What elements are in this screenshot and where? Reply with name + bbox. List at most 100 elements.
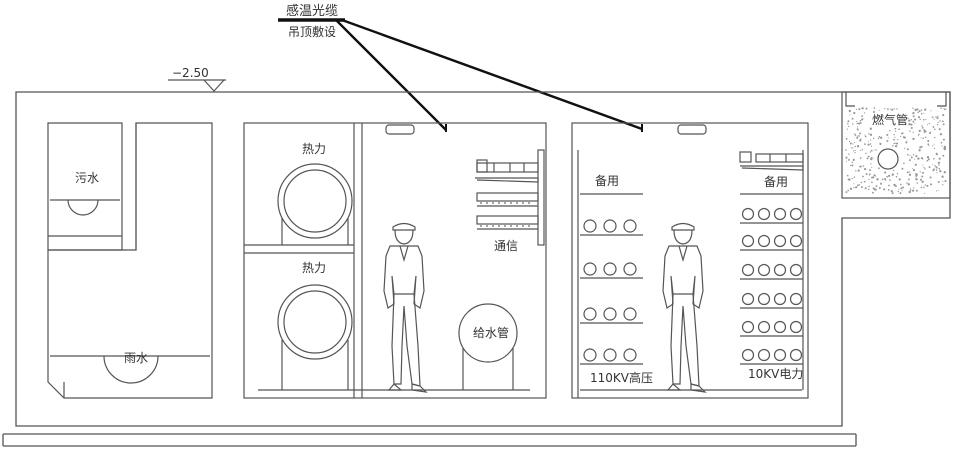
cable-dot xyxy=(504,202,506,204)
stipple-dot xyxy=(870,149,873,152)
stipple-dot xyxy=(863,118,865,120)
stipple-dot xyxy=(912,154,915,156)
drainage-compartment xyxy=(47,122,213,399)
stipple-dot xyxy=(886,108,889,110)
cable-ring xyxy=(741,320,755,334)
stipple-dot xyxy=(847,189,850,192)
stipple-dot xyxy=(893,138,895,141)
stipple-dot xyxy=(914,163,917,166)
stipple-dot xyxy=(890,190,893,193)
stipple-dot xyxy=(907,117,909,120)
stipple-dot xyxy=(865,152,867,155)
stipple-dot xyxy=(942,181,944,182)
stipple-dot xyxy=(896,108,898,110)
stipple-dot xyxy=(849,187,853,190)
stipple-dot xyxy=(848,109,851,113)
stipple-dot xyxy=(921,180,924,183)
gas-compartment-backfill xyxy=(845,107,947,195)
stipple-dot xyxy=(924,136,927,139)
stipple-dot xyxy=(865,173,868,175)
stipple-dot xyxy=(900,135,902,138)
cable-ring xyxy=(623,219,637,233)
cable-ring xyxy=(757,348,771,362)
stipple-dot xyxy=(906,148,909,151)
stipple-dot xyxy=(852,123,854,125)
stipple-dot xyxy=(867,155,870,158)
cable-ring xyxy=(773,263,787,277)
stipple-dot xyxy=(898,178,901,181)
cable-ring xyxy=(741,234,755,248)
stipple-dot xyxy=(902,186,905,189)
stipple-dot xyxy=(854,149,856,152)
stipple-dot xyxy=(864,134,866,136)
stipple-dot xyxy=(912,168,916,172)
cable-ring xyxy=(603,348,617,362)
stipple-dot xyxy=(851,161,854,163)
stipple-dot xyxy=(886,175,888,178)
cable-ring xyxy=(583,262,597,276)
stipple-dot xyxy=(858,184,861,186)
stipple-dot xyxy=(942,123,945,126)
stipple-dot xyxy=(927,143,930,146)
stipple-dot xyxy=(918,129,921,133)
stipple-dot xyxy=(879,142,882,146)
stipple-dot xyxy=(872,176,875,179)
stipple-dot xyxy=(902,136,906,139)
stipple-dot xyxy=(933,144,935,146)
stipple-dot xyxy=(902,132,904,134)
cable-ring xyxy=(603,307,617,321)
cable-ring xyxy=(741,348,755,362)
stipple-dot xyxy=(900,187,903,190)
stipple-dot xyxy=(931,116,934,119)
stipple-dot xyxy=(894,130,897,132)
stipple-dot xyxy=(861,115,864,118)
stipple-dot xyxy=(924,168,926,170)
stipple-dot xyxy=(860,118,864,121)
cable-dot xyxy=(486,225,488,227)
stipple-dot xyxy=(909,188,911,190)
stipple-dot xyxy=(912,111,915,115)
stipple-dot xyxy=(860,181,863,184)
stipple-dot xyxy=(868,133,870,135)
stipple-dot xyxy=(864,143,866,145)
cable-dot xyxy=(498,202,500,204)
stipple-dot xyxy=(893,183,896,187)
power-cable-shelves xyxy=(580,193,803,365)
stipple-dot xyxy=(936,172,938,174)
stipple-dot xyxy=(940,141,943,144)
heat-upper-label: 热力 xyxy=(302,142,326,156)
stipple-dot xyxy=(915,189,918,192)
stipple-dot xyxy=(927,124,929,126)
stipple-dot xyxy=(918,110,921,113)
stipple-dot xyxy=(942,154,945,157)
stipple-dot xyxy=(943,147,946,150)
stipple-dot xyxy=(929,132,931,135)
stipple-dot xyxy=(941,175,944,178)
stipple-dot xyxy=(845,149,847,151)
power-compartment xyxy=(571,122,809,399)
stipple-dot xyxy=(923,186,925,189)
cable-ring xyxy=(741,292,755,306)
stipple-dot xyxy=(851,177,853,180)
water-supply-label: 给水管 xyxy=(473,325,509,340)
cable-dot xyxy=(522,225,524,227)
stipple-dot xyxy=(880,136,883,139)
cable-dot xyxy=(480,225,482,227)
stipple-dot xyxy=(868,173,871,176)
worker-figure-left xyxy=(383,222,427,393)
stipple-dot xyxy=(853,150,855,152)
stipple-dot xyxy=(846,174,849,177)
stipple-dot xyxy=(867,185,869,187)
stipple-dot xyxy=(936,124,939,126)
stipple-dot xyxy=(859,165,862,168)
stipple-dot xyxy=(857,169,860,172)
stipple-dot xyxy=(929,183,933,186)
stipple-dot xyxy=(846,128,848,130)
stipple-dot xyxy=(856,145,860,148)
stipple-dot xyxy=(856,121,858,123)
stipple-dot xyxy=(933,168,935,171)
stipple-dot xyxy=(928,166,931,169)
stipple-dot xyxy=(864,135,867,138)
stipple-dot xyxy=(853,187,855,189)
stipple-dot xyxy=(937,115,939,117)
